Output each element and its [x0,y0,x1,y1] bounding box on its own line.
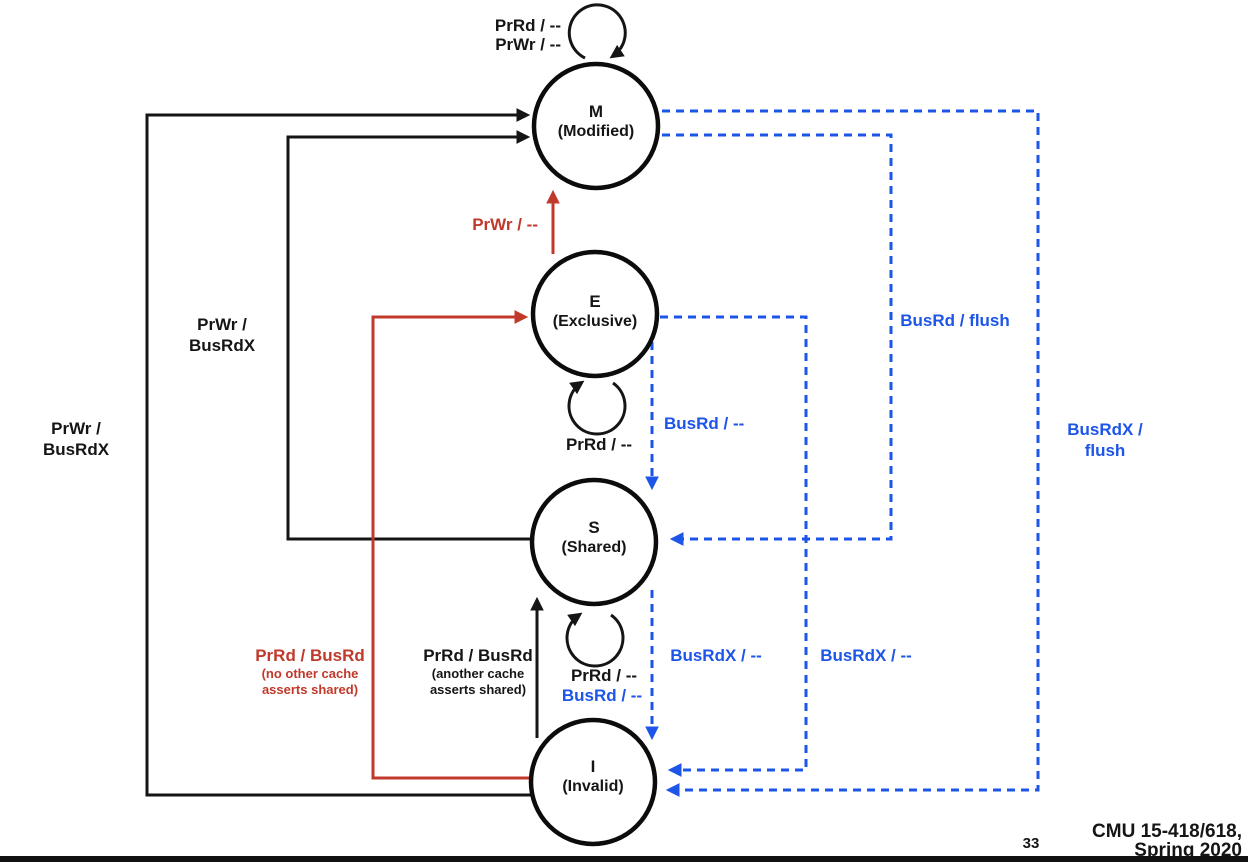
selfloop-m-arrow [567,3,627,60]
state-m-circle [531,61,661,191]
state-s-circle [529,477,659,607]
selfloop-e-label: PrRd / -- [566,435,632,454]
transition-i-to-s-label-line2: (another cache [432,666,524,681]
transition-i-to-e-label-line1: PrRd / BusRd [255,646,365,665]
transition-i-to-m-arrow [145,108,532,797]
transition-e-to-m-label: PrWr / -- [472,215,538,234]
transition-m-to-i-label-line1: BusRdX / [1067,420,1143,439]
transition-i-to-e-label-line2: (no other cache [262,666,359,681]
selfloop-e-arrow [567,380,627,436]
transition-e-to-i-arrow [660,315,808,777]
state-shared: S (Shared) [529,477,659,607]
selfloop-m-label-prrd: PrRd / -- [495,16,561,35]
transition-i-to-s-label-line1: PrRd / BusRd [423,646,533,665]
transition-i-to-m-label-line2: BusRdX [43,440,110,459]
transition-m-to-s-arrow [662,133,893,546]
transition-i-to-s-label-line3: asserts shared) [430,682,526,697]
selfloop-m-label-prwr: PrWr / -- [495,35,561,54]
transition-e-to-s-label: BusRd / -- [664,414,744,433]
transition-s-to-m-label-line1: PrWr / [197,315,247,334]
transition-e-to-i-label: BusRdX / -- [820,646,912,665]
slide-page-number: 33 [1023,835,1040,852]
transition-i-to-e-arrow [371,310,530,780]
state-exclusive: E (Exclusive) [530,249,660,379]
transition-i-to-m-label-line1: PrWr / [51,419,101,438]
course-name-line2: Spring 2020 [1134,840,1242,861]
state-e-sublabel: (Exclusive) [553,313,637,330]
state-i-circle [528,717,658,847]
state-i-sublabel: (Invalid) [562,778,623,795]
selfloop-s-label-prrd: PrRd / -- [571,666,637,685]
slide-bottom-border [0,856,1248,862]
state-m-sublabel: (Modified) [558,123,634,140]
state-e-label: E [589,292,600,311]
state-s-label: S [588,518,599,537]
transition-m-to-s-label: BusRd / flush [900,311,1010,330]
state-e-circle [530,249,660,379]
transition-i-to-e-label-line3: asserts shared) [262,682,358,697]
state-s-sublabel: (Shared) [562,539,627,556]
state-m-label: M [589,102,603,121]
state-i-label: I [591,757,596,776]
state-modified: M (Modified) [531,61,661,191]
course-name-line1: CMU 15-418/618, [1092,821,1242,842]
transition-s-to-m-arrow [286,130,531,541]
transition-m-to-i-arrow [662,109,1040,797]
state-invalid: I (Invalid) [528,717,658,847]
selfloop-s-label-busrd: BusRd / -- [562,686,642,705]
selfloop-s-arrow [565,612,625,668]
transition-m-to-i-label-line2: flush [1085,441,1126,460]
transition-s-to-m-label-line2: BusRdX [189,336,256,355]
transition-s-to-i-label: BusRdX / -- [670,646,762,665]
